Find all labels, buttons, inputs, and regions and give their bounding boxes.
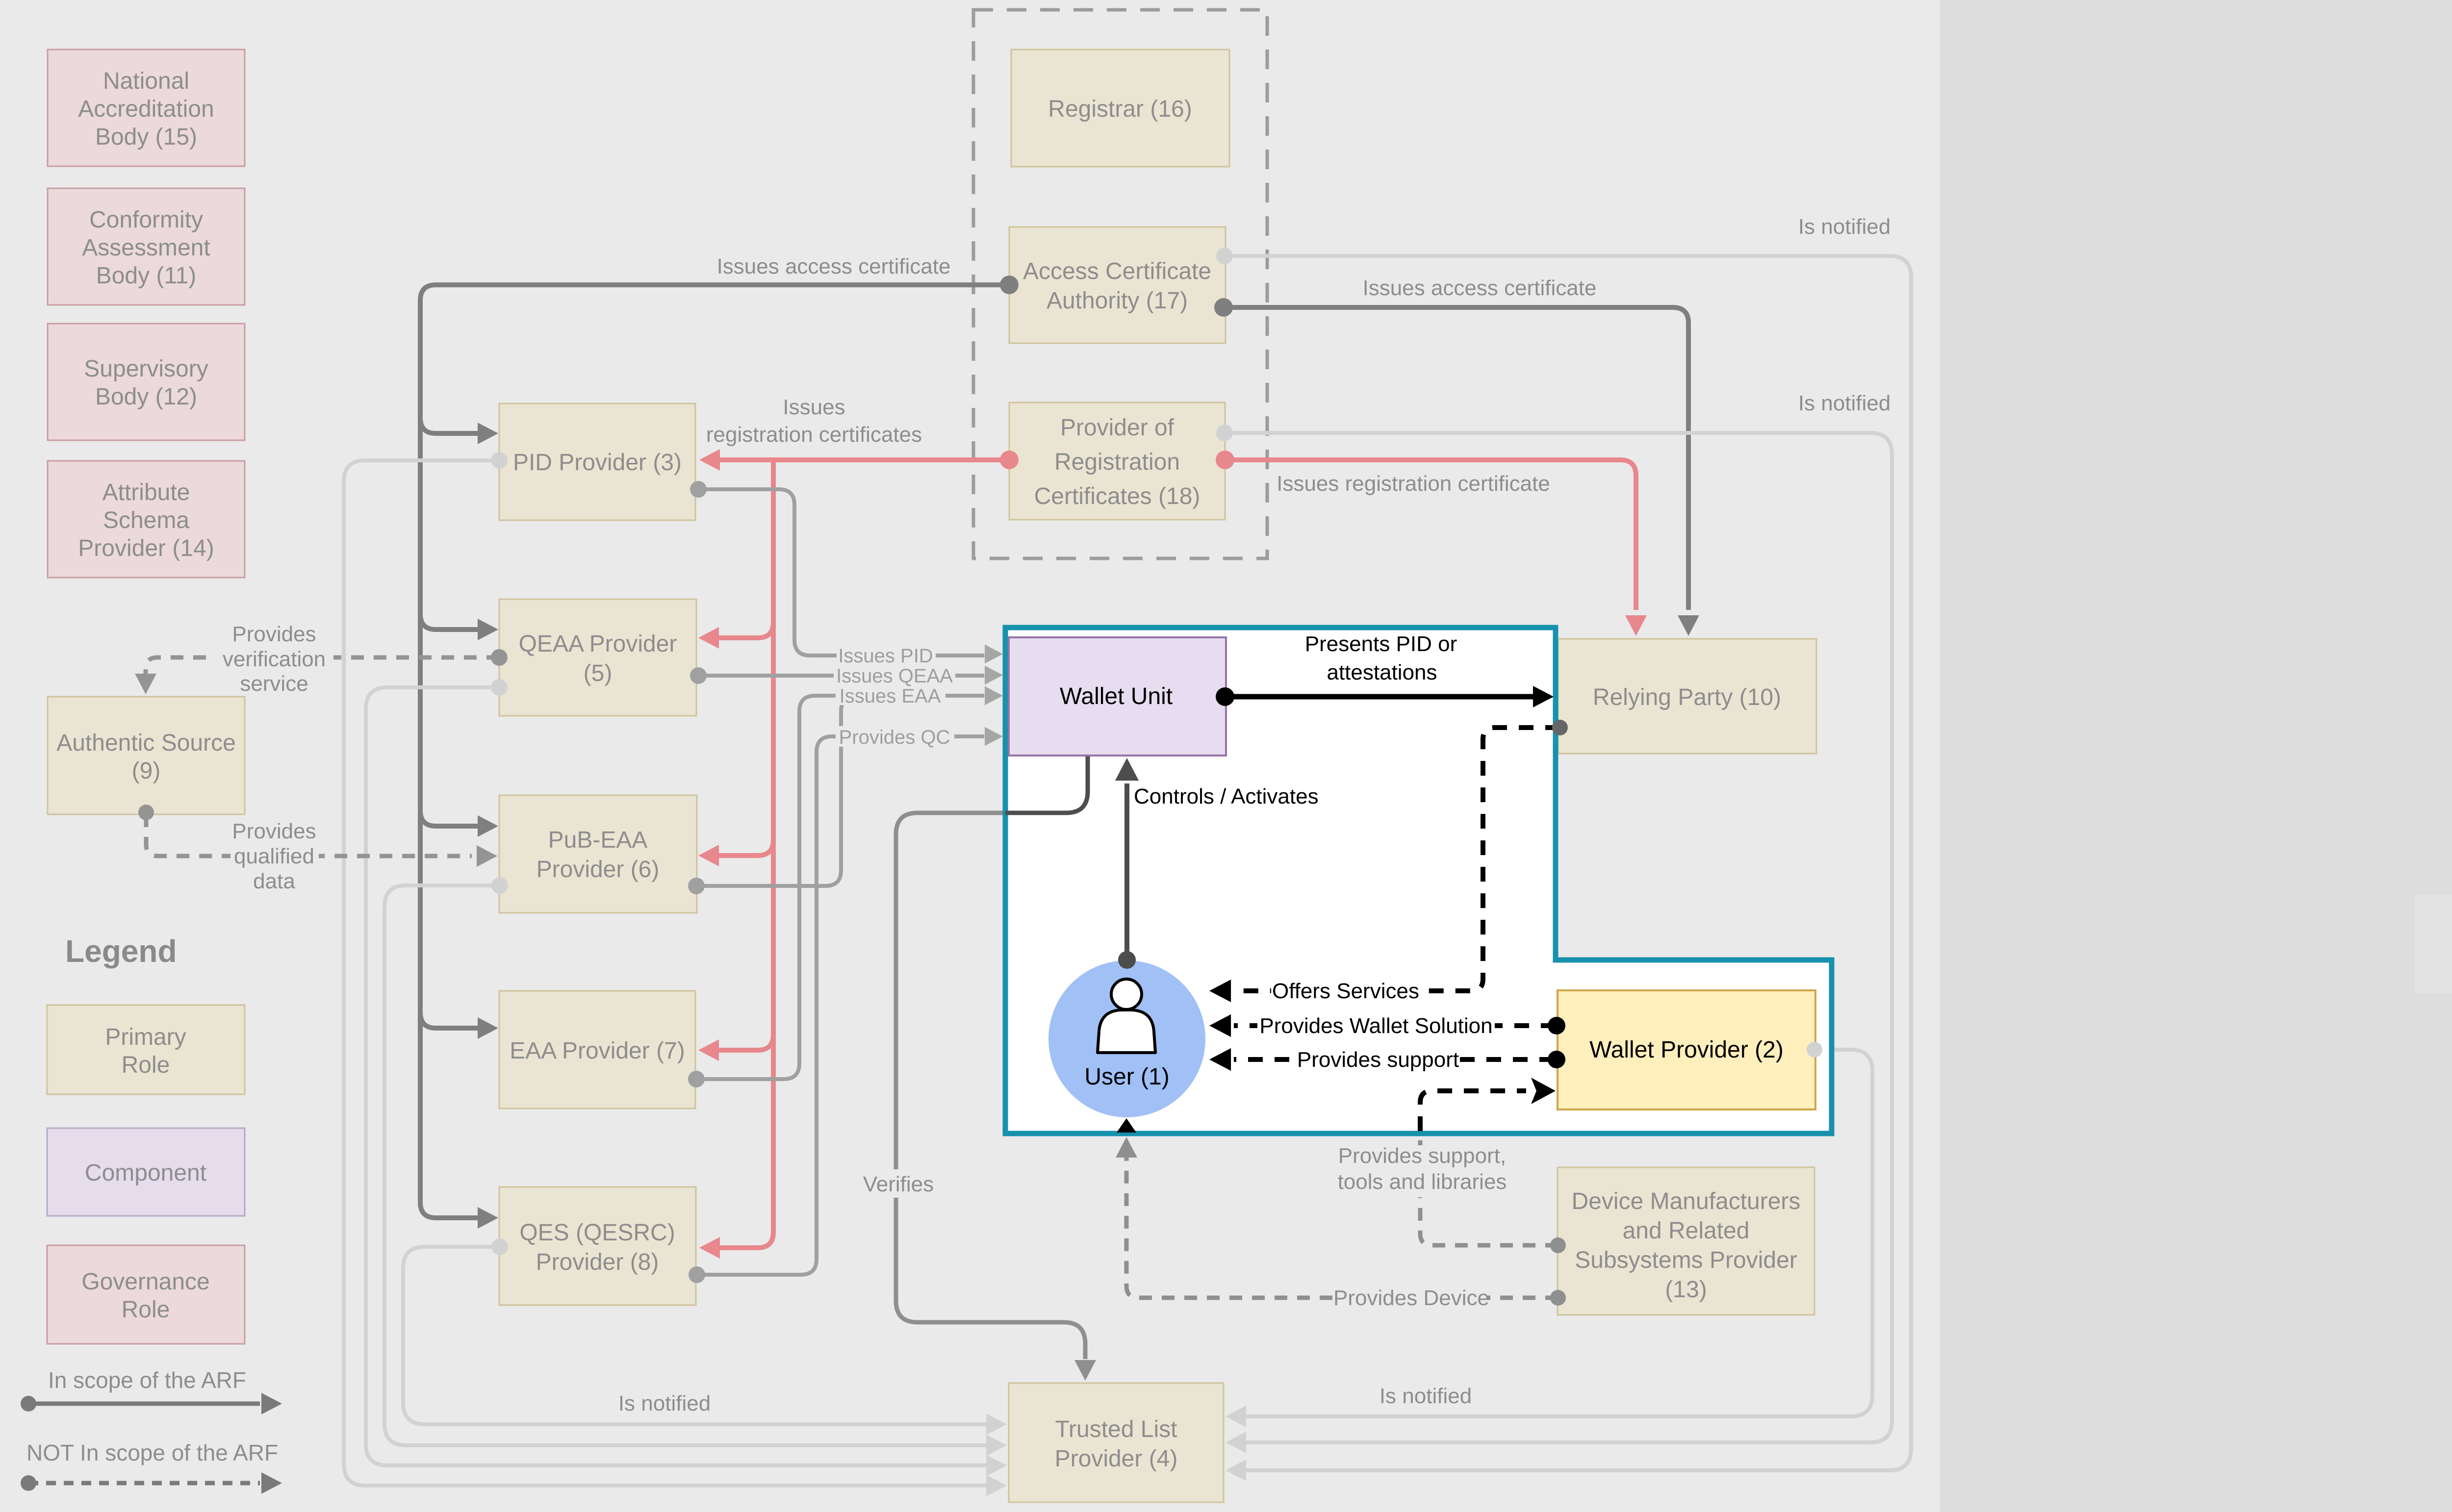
svg-text:(5): (5) [584,660,613,686]
svg-text:Provides support: Provides support [1297,1048,1459,1072]
svg-text:Authority (17): Authority (17) [1047,288,1188,314]
svg-text:Registration: Registration [1054,449,1180,475]
svg-text:Governance: Governance [81,1269,210,1295]
svg-text:Accreditation: Accreditation [78,96,214,122]
svg-text:Issues QEAA: Issues QEAA [836,665,953,687]
svg-text:Provides Device: Provides Device [1333,1286,1489,1310]
svg-text:Is notified: Is notified [1379,1384,1472,1408]
svg-text:QES (QESRC): QES (QESRC) [519,1220,675,1246]
svg-text:Is notified: Is notified [618,1391,711,1415]
svg-text:Registrar (16): Registrar (16) [1048,96,1192,122]
svg-text:Issues registration certificat: Issues registration certificate [1277,472,1550,496]
svg-text:Role: Role [122,1297,170,1323]
svg-text:Issues access certificate: Issues access certificate [717,254,951,278]
svg-text:Offers Services: Offers Services [1272,979,1419,1003]
svg-text:PID Provider (3): PID Provider (3) [513,450,682,476]
svg-text:Certificates (18): Certificates (18) [1034,483,1200,509]
svg-text:Access Certificate: Access Certificate [1023,258,1211,284]
svg-text:Wallet Unit: Wallet Unit [1060,683,1173,709]
svg-text:Role: Role [122,1052,170,1078]
svg-text:attestations: attestations [1327,660,1437,684]
svg-text:data: data [253,869,295,893]
svg-text:NOT In scope of the ARF: NOT In scope of the ARF [26,1440,278,1465]
svg-text:In scope of the ARF: In scope of the ARF [48,1367,246,1393]
svg-text:Provides: Provides [232,819,316,843]
svg-text:Provides Wallet Solution: Provides Wallet Solution [1259,1014,1492,1038]
svg-text:Body (15): Body (15) [95,124,197,150]
svg-text:Provider (14): Provider (14) [78,535,214,561]
svg-text:User (1): User (1) [1084,1064,1169,1090]
svg-text:Provider (8): Provider (8) [536,1249,659,1275]
svg-text:Conformity: Conformity [89,207,203,233]
svg-text:qualified: qualified [234,844,314,868]
svg-text:QEAA Provider: QEAA Provider [519,631,677,657]
svg-text:Subsystems Provider: Subsystems Provider [1575,1247,1797,1273]
svg-text:Provider of: Provider of [1060,415,1175,441]
svg-text:Supervisory: Supervisory [84,356,208,382]
svg-text:PuB-EAA: PuB-EAA [548,827,648,853]
svg-text:registration certificates: registration certificates [706,423,922,447]
svg-text:Body (11): Body (11) [96,263,197,289]
svg-text:Provider (6): Provider (6) [536,857,660,882]
svg-text:Component: Component [85,1160,206,1186]
svg-text:National: National [103,68,189,94]
svg-text:(9): (9) [132,758,161,784]
svg-text:Provides support,: Provides support, [1338,1144,1506,1168]
svg-text:Assessment: Assessment [82,235,210,261]
svg-text:Provides QC: Provides QC [839,727,950,748]
svg-text:Attribute: Attribute [102,479,190,505]
svg-text:verification: verification [223,647,326,671]
svg-text:Device Manufacturers: Device Manufacturers [1572,1188,1801,1214]
svg-text:Verifies: Verifies [863,1172,934,1196]
svg-text:Legend: Legend [65,933,177,969]
svg-text:Trusted List: Trusted List [1055,1416,1177,1442]
svg-text:Provides: Provides [232,622,316,646]
svg-text:and Related: and Related [1623,1218,1750,1244]
svg-text:Wallet Provider (2): Wallet Provider (2) [1589,1037,1784,1063]
svg-text:Is notified: Is notified [1798,215,1890,239]
svg-text:service: service [240,672,308,696]
svg-text:Relying Party (10): Relying Party (10) [1593,684,1781,710]
svg-text:tools and libraries: tools and libraries [1338,1170,1507,1194]
svg-text:Issues access certificate: Issues access certificate [1363,276,1597,300]
svg-text:Is notified: Is notified [1798,391,1890,415]
svg-text:Provider (4): Provider (4) [1055,1446,1178,1472]
svg-text:Issues: Issues [783,395,845,419]
svg-text:Issues EAA: Issues EAA [840,685,941,707]
svg-text:Presents PID or: Presents PID or [1305,632,1457,656]
svg-text:Controls / Activates: Controls / Activates [1134,784,1319,808]
svg-text:Body (12): Body (12) [95,384,197,410]
svg-text:Primary: Primary [105,1024,186,1050]
svg-text:Authentic Source: Authentic Source [56,730,236,756]
svg-text:Issues PID: Issues PID [838,645,933,667]
svg-text:Schema: Schema [103,507,189,533]
svg-text:(13): (13) [1665,1277,1707,1303]
svg-text:EAA Provider (7): EAA Provider (7) [510,1038,685,1064]
